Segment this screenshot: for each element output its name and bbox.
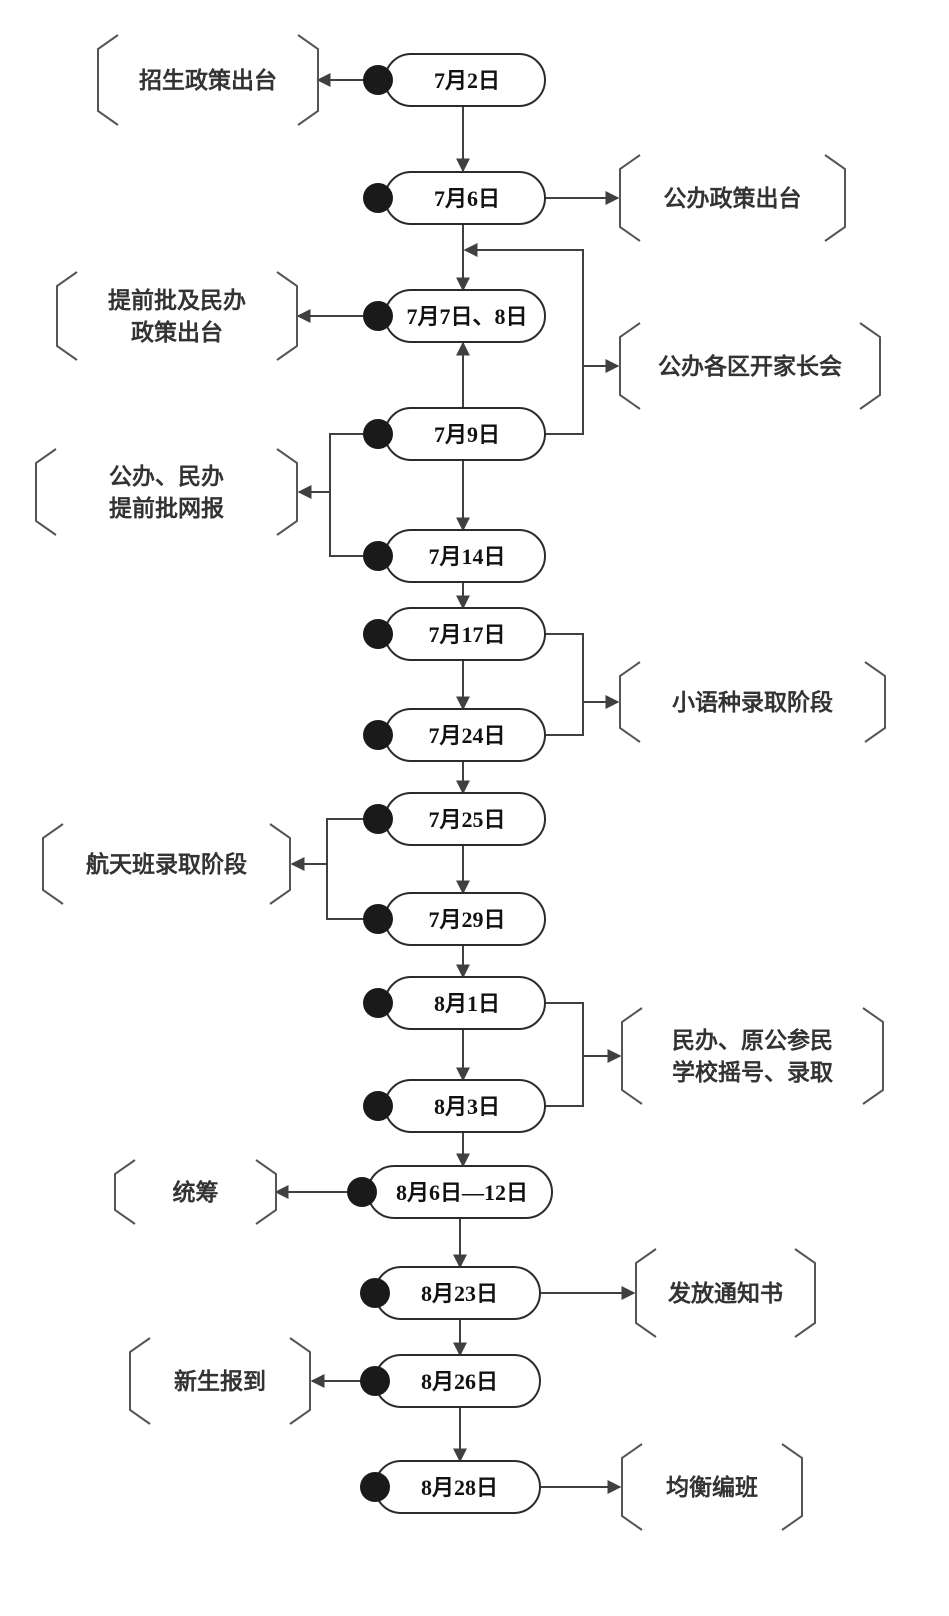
event-label: 招生政策出台 xyxy=(139,67,277,94)
date-label: 7月29日 xyxy=(428,907,505,932)
event-label: 统筹 xyxy=(173,1179,219,1206)
date-label: 7月25日 xyxy=(428,807,505,832)
event-label: 新生报到 xyxy=(174,1368,266,1395)
connectors xyxy=(274,73,636,1494)
connector-line xyxy=(329,433,378,557)
event-label: 学校摇号、录取 xyxy=(672,1059,833,1086)
date-label: 7月9日 xyxy=(434,422,500,447)
event-label: 均衡编班 xyxy=(666,1474,758,1501)
node-dot xyxy=(363,804,393,834)
bracket-left xyxy=(619,661,641,743)
bracket-right xyxy=(859,322,881,410)
date-label: 8月23日 xyxy=(421,1281,498,1306)
node-dot xyxy=(363,904,393,934)
event-label: 公办、民办 xyxy=(109,464,224,490)
date-label: 8月1日 xyxy=(434,991,500,1016)
bracket-right xyxy=(864,661,886,743)
node-dot xyxy=(363,419,393,449)
bracket-right xyxy=(824,154,846,242)
bracket-right xyxy=(289,1337,311,1425)
bracket-left xyxy=(619,154,641,242)
bracket-right xyxy=(794,1248,816,1338)
bracket-left xyxy=(114,1159,136,1225)
event-label: 提前批及民办 xyxy=(108,287,246,314)
connector-line xyxy=(326,818,378,920)
event-label: 公办政策出台 xyxy=(664,185,802,212)
bracket-right xyxy=(862,1007,884,1105)
date-label: 8月28日 xyxy=(421,1475,498,1500)
node-dot xyxy=(363,988,393,1018)
event-label: 航天班录取阶段 xyxy=(86,851,247,878)
event-label: 政策出台 xyxy=(131,319,223,346)
bracket-left xyxy=(35,448,57,536)
bracket-left xyxy=(129,1337,151,1425)
bracket-left xyxy=(635,1248,657,1338)
bracket-left xyxy=(42,823,64,905)
date-label: 7月17日 xyxy=(428,622,505,647)
bracket-right xyxy=(276,271,298,361)
bracket-right xyxy=(781,1443,803,1531)
node-dot xyxy=(363,1091,393,1121)
bracket-right xyxy=(255,1159,277,1225)
node-dot xyxy=(360,1472,390,1502)
event-labels: 招生政策出台公办政策出台提前批及民办政策出台公办各区开家长会公办、民办提前批网报… xyxy=(35,34,886,1531)
node-dot xyxy=(363,301,393,331)
event-label: 民办、原公参民 xyxy=(672,1027,833,1054)
bracket-left xyxy=(619,322,641,410)
date-label: 7月6日 xyxy=(434,186,500,211)
bracket-left xyxy=(56,271,78,361)
date-label: 7月14日 xyxy=(428,544,505,569)
date-label: 8月26日 xyxy=(421,1369,498,1394)
date-label: 8月3日 xyxy=(434,1094,500,1119)
bracket-right xyxy=(297,34,319,126)
event-label: 发放通知书 xyxy=(667,1280,783,1307)
node-dot xyxy=(347,1177,377,1207)
node-dot xyxy=(363,65,393,95)
node-dot xyxy=(360,1278,390,1308)
node-dot xyxy=(363,541,393,571)
node-dot xyxy=(360,1366,390,1396)
date-label: 7月2日 xyxy=(434,68,500,93)
node-dot xyxy=(363,183,393,213)
date-label: 7月24日 xyxy=(428,723,505,748)
connector-line xyxy=(463,243,584,435)
event-label: 小语种录取阶段 xyxy=(672,689,833,716)
date-nodes: 7月2日 7月6日 7月7日、8日 7月9日 7月14日 7月17日 7月24日 7月25日 7… xyxy=(347,53,553,1514)
event-label: 公办各区开家长会 xyxy=(658,353,842,380)
bracket-left xyxy=(621,1007,643,1105)
bracket-left xyxy=(97,34,119,126)
event-label: 提前批网报 xyxy=(109,495,224,522)
node-dot xyxy=(363,619,393,649)
connector-line xyxy=(545,633,584,736)
connector-line xyxy=(545,1002,584,1107)
date-label: 7月7日、8日 xyxy=(406,304,527,329)
node-dot xyxy=(363,720,393,750)
bracket-right xyxy=(269,823,291,905)
bracket-right xyxy=(276,448,298,536)
bracket-left xyxy=(621,1443,643,1531)
date-label: 8月6日—12日 xyxy=(396,1180,528,1205)
